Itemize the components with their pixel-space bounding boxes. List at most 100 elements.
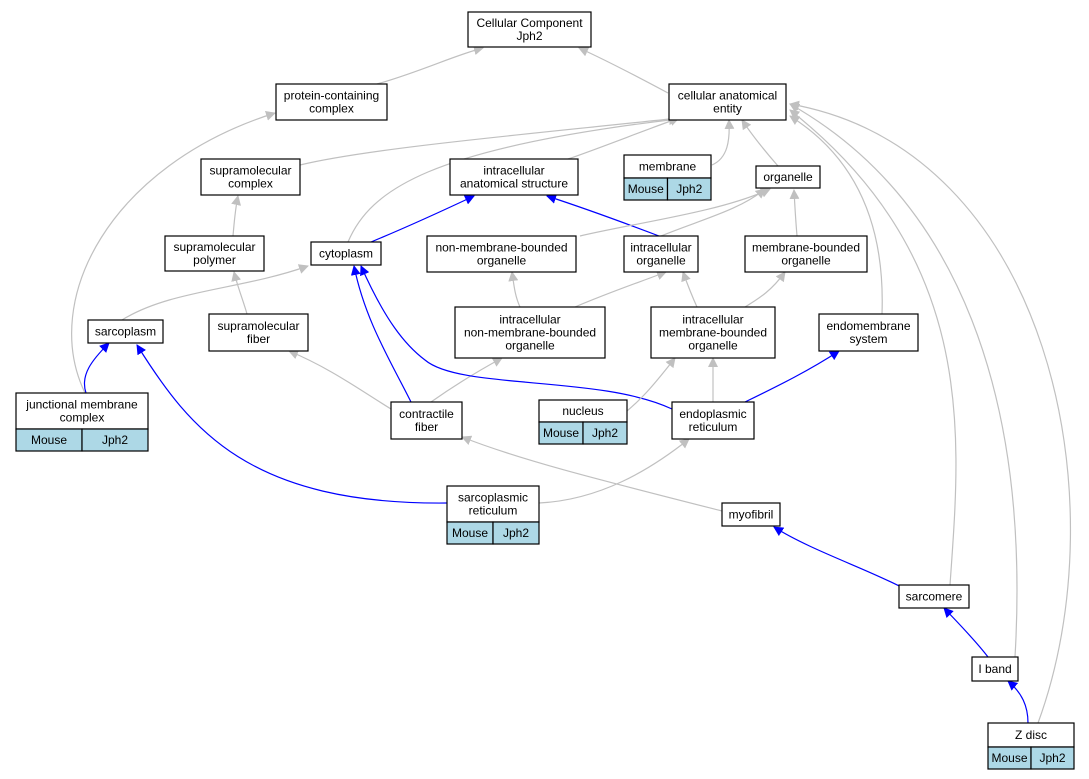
node-label-line: organelle bbox=[763, 170, 813, 184]
node-label-line: protein-containing bbox=[284, 89, 379, 103]
annotation-species: Mouse bbox=[628, 182, 664, 196]
node-box bbox=[208, 313, 309, 352]
node-label-line: intracellular bbox=[499, 313, 560, 327]
node-label-line: cellular anatomical bbox=[678, 89, 777, 103]
node-box bbox=[755, 165, 821, 189]
node-sarcoplasm[interactable]: sarcoplasm bbox=[87, 319, 164, 344]
node-label-line: anatomical structure bbox=[460, 177, 568, 191]
node-box bbox=[454, 306, 606, 359]
annotation-gene-cell bbox=[492, 521, 540, 545]
node-label-line: reticulum bbox=[469, 504, 518, 518]
edge-nucleus-to-intracellular-membrane-bounded-organelle bbox=[626, 357, 676, 412]
node-cytoplasm[interactable]: cytoplasm bbox=[310, 241, 382, 266]
edge-intracellular-anatomical-structure-to-cellular-anatomical-entity bbox=[567, 116, 680, 160]
annotation-species: Mouse bbox=[543, 426, 579, 440]
node-i-band[interactable]: I band bbox=[971, 656, 1019, 682]
edges-layer bbox=[71, 45, 1072, 724]
edge-sarcomere-to-cellular-anatomical-entity bbox=[789, 109, 957, 586]
edge-sarcomere-to-myofibril bbox=[773, 526, 906, 590]
edge-myofibril-to-contractile-fiber bbox=[461, 435, 723, 512]
node-label-line: system bbox=[849, 332, 887, 346]
edge-sarcoplasm-to-cytoplasm bbox=[121, 264, 309, 321]
edge-cytoplasm-to-intracellular-anatomical-structure bbox=[370, 195, 475, 243]
node-label-line: entity bbox=[713, 102, 742, 116]
node-label-line: organelle bbox=[636, 254, 686, 268]
node-box bbox=[426, 235, 577, 273]
node-label-line: I band bbox=[978, 662, 1011, 676]
node-label-line: supramolecular bbox=[173, 240, 255, 254]
node-label-line: fiber bbox=[415, 420, 438, 434]
edge-junctional-membrane-complex-to-sarcoplasm bbox=[83, 342, 110, 394]
node-intracellular-non-membrane-bounded-organelle[interactable]: intracellularnon-membrane-boundedorganel… bbox=[454, 306, 606, 359]
node-box bbox=[87, 319, 164, 344]
node-label-line: endomembrane bbox=[826, 319, 910, 333]
node-label-line: sarcoplasm bbox=[95, 325, 156, 339]
node-label-line: Cellular Component bbox=[476, 16, 583, 30]
annotation-gene-cell bbox=[666, 177, 712, 201]
edge-endomembrane-system-to-cellular-anatomical-entity bbox=[789, 115, 883, 315]
node-label-line: complex bbox=[60, 411, 105, 425]
node-box bbox=[446, 485, 540, 523]
node-label-line: Z disc bbox=[1015, 728, 1047, 742]
node-box bbox=[818, 313, 919, 352]
node-label-line: intracellular bbox=[630, 241, 691, 255]
edge-endoplasmic-reticulum-to-cytoplasm bbox=[360, 265, 673, 410]
node-box bbox=[200, 158, 301, 196]
node-label-line: myofibril bbox=[729, 508, 774, 522]
annotation-gene: Jph2 bbox=[102, 433, 128, 447]
annotation-species: Mouse bbox=[452, 526, 488, 540]
node-label-line: endoplasmic bbox=[679, 407, 746, 421]
node-box bbox=[310, 241, 382, 266]
node-label-line: sarcomere bbox=[906, 590, 963, 604]
annotation-gene-cell bbox=[81, 428, 149, 452]
annotation-gene-cell bbox=[582, 421, 628, 445]
node-box bbox=[467, 11, 592, 48]
edge-intracellular-membrane-bounded-organelle-to-membrane-bounded-organelle bbox=[744, 271, 786, 308]
annotation-gene: Jph2 bbox=[676, 182, 702, 196]
node-box bbox=[650, 306, 776, 359]
node-label-line: supramolecular bbox=[217, 319, 299, 333]
node-label-line: contractile bbox=[399, 407, 454, 421]
edge-supramolecular-fiber-to-supramolecular-polymer bbox=[231, 271, 248, 315]
node-box bbox=[721, 502, 781, 527]
edge-contractile-fiber-to-supramolecular-fiber bbox=[288, 349, 392, 410]
node-box bbox=[668, 83, 787, 121]
node-label-line: cytoplasm bbox=[319, 247, 373, 261]
node-label-line: membrane bbox=[639, 160, 697, 174]
node-box bbox=[275, 83, 388, 121]
edge-i-band-to-cellular-anatomical-entity bbox=[789, 103, 1018, 658]
node-label-line: nucleus bbox=[562, 404, 603, 418]
edge-z-disc-to-cellular-anatomical-entity bbox=[789, 100, 1072, 724]
node-label-line: supramolecular bbox=[209, 164, 291, 178]
edge-junctional-membrane-complex-to-protein-complex bbox=[71, 110, 276, 394]
node-organelle[interactable]: organelle bbox=[755, 165, 821, 189]
node-sarcomere[interactable]: sarcomere bbox=[898, 584, 970, 609]
node-box bbox=[744, 235, 868, 273]
node-myofibril[interactable]: myofibril bbox=[721, 502, 781, 527]
annotation-gene: Jph2 bbox=[592, 426, 618, 440]
node-label-line: Jph2 bbox=[516, 29, 542, 43]
node-label-line: complex bbox=[309, 102, 354, 116]
edge-supramolecular-polymer-to-supramolecular-complex bbox=[231, 195, 242, 237]
edge-supramolecular-complex-to-cellular-anatomical-entity bbox=[299, 113, 680, 166]
edge-intracellular-non-membrane-bounded-organelle-to-intracellular-organelle bbox=[574, 270, 667, 308]
